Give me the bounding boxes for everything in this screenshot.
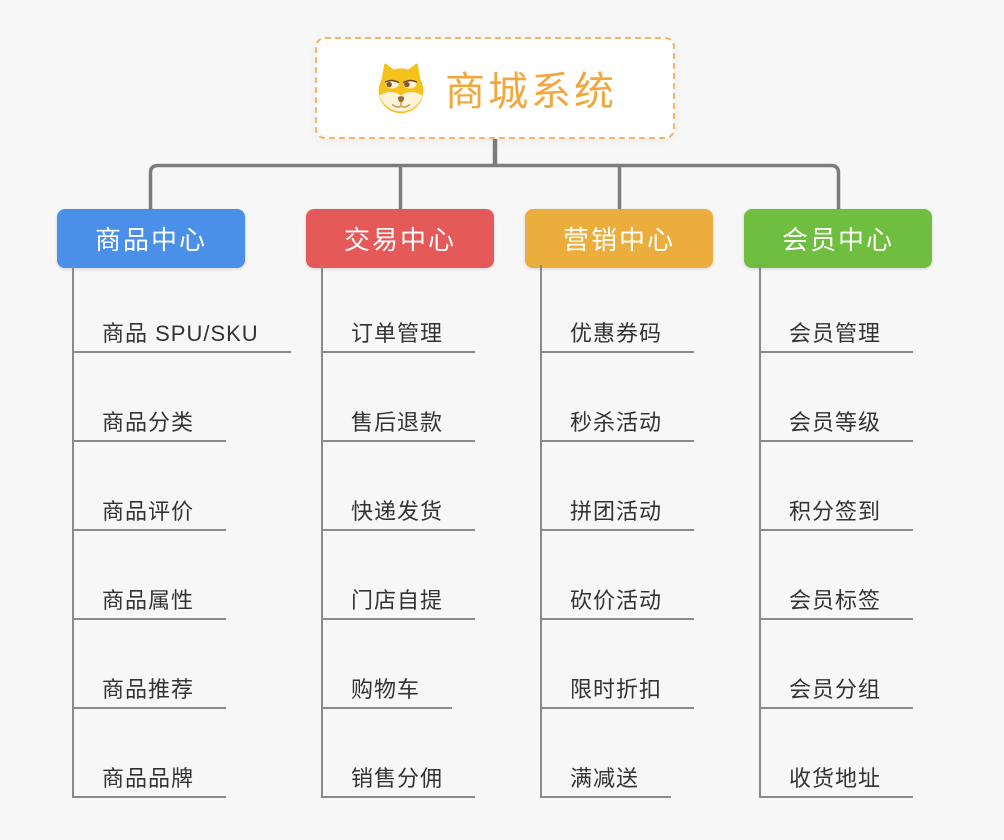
child-topic[interactable]: 优惠券码 <box>540 321 695 353</box>
child-topic[interactable]: 商品分类 <box>72 410 227 442</box>
child-topic[interactable]: 售后退款 <box>321 410 476 442</box>
branch-label: 交易中心 <box>343 225 456 255</box>
child-topic[interactable]: 订单管理 <box>321 321 476 353</box>
branch-node-product-center[interactable]: 商品中心 <box>57 209 245 268</box>
branch-label: 营销中心 <box>562 225 675 255</box>
child-topic[interactable]: 秒杀活动 <box>540 410 695 442</box>
child-topic[interactable]: 会员等级 <box>759 410 914 442</box>
child-connector-line <box>759 265 761 798</box>
doge-face-icon <box>373 60 429 116</box>
child-connector-line <box>72 265 74 798</box>
child-topic[interactable]: 商品属性 <box>72 588 227 620</box>
child-topic[interactable]: 限时折扣 <box>540 677 695 709</box>
child-topic[interactable]: 砍价活动 <box>540 588 695 620</box>
branch-node-member-center[interactable]: 会员中心 <box>744 209 932 268</box>
child-topic[interactable]: 会员管理 <box>759 321 914 353</box>
child-topic[interactable]: 拼团活动 <box>540 499 695 531</box>
child-topic[interactable]: 商品 SPU/SKU <box>72 321 291 353</box>
child-topic[interactable]: 销售分佣 <box>321 766 476 798</box>
branch-node-trade-center[interactable]: 交易中心 <box>306 209 494 268</box>
branch-node-marketing-center[interactable]: 营销中心 <box>525 209 713 268</box>
child-topic[interactable]: 商品推荐 <box>72 677 227 709</box>
branch-connector-rail <box>148 163 841 210</box>
child-topic[interactable]: 收货地址 <box>759 766 914 798</box>
child-topic[interactable]: 会员分组 <box>759 677 914 709</box>
branch-label: 商品中心 <box>94 225 207 255</box>
child-connector-line <box>321 265 323 798</box>
branch-label: 会员中心 <box>781 225 894 255</box>
child-topic[interactable]: 会员标签 <box>759 588 914 620</box>
child-topic[interactable]: 快递发货 <box>321 499 476 531</box>
root-topic-label: 商城系统 <box>445 70 617 114</box>
child-topic[interactable]: 购物车 <box>321 677 453 709</box>
child-topic[interactable]: 积分签到 <box>759 499 914 531</box>
child-topic[interactable]: 门店自提 <box>321 588 476 620</box>
child-connector-line <box>540 265 542 798</box>
child-topic[interactable]: 商品评价 <box>72 499 227 531</box>
child-topic[interactable]: 商品品牌 <box>72 766 227 798</box>
child-topic[interactable]: 满减送 <box>540 766 672 798</box>
root-topic[interactable]: 商城系统 <box>315 37 675 139</box>
